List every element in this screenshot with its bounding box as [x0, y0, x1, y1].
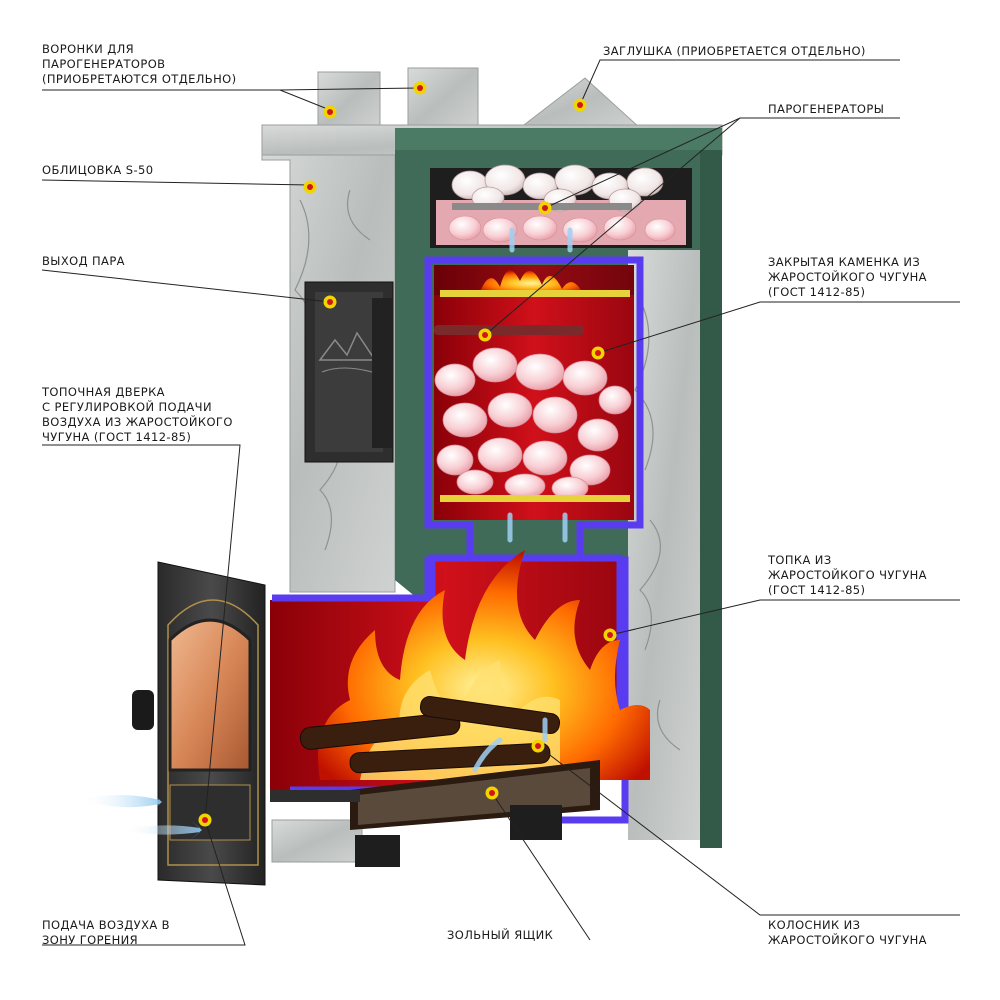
label-line: ВОРОНКИ ДЛЯ: [42, 42, 135, 56]
label-grate: КОЛОСНИК ИЗ ЖАРОСТОЙКОГО ЧУГУНА: [768, 918, 927, 948]
marker-plug: [573, 98, 587, 112]
marker-grate: [531, 739, 545, 753]
label-funnels: ВОРОНКИ ДЛЯ ПАРОГЕНЕРАТОРОВ (ПРИОБРЕТАЮТ…: [42, 42, 236, 87]
leader-lines: [41, 59, 960, 946]
label-line: (ПРИОБРЕТАЮТСЯ ОТДЕЛЬНО): [42, 72, 237, 86]
label-line: ЗАКРЫТАЯ КАМЕНКА ИЗ: [768, 255, 921, 269]
label-line: ВОЗДУХА ИЗ ЖАРОСТОЙКОГО: [42, 415, 233, 429]
label-line: ПАРОГЕНЕРАТОРОВ: [42, 57, 166, 71]
marker-steam-outlet: [323, 295, 337, 309]
label-fire-door: ТОПОЧНАЯ ДВЕРКА С РЕГУЛИРОВКОЙ ПОДАЧИ ВО…: [42, 385, 233, 445]
label-line: ЖАРОСТОЙКОГО ЧУГУНА: [768, 933, 927, 947]
label-plug: ЗАГЛУШКА (ПРИОБРЕТАЕТСЯ ОТДЕЛЬНО): [603, 44, 866, 59]
label-line: ЗАГЛУШКА (ПРИОБРЕТАЕТСЯ ОТДЕЛЬНО): [603, 44, 866, 58]
air-supply-arrows: [80, 792, 202, 840]
ash-box: [270, 760, 600, 867]
marker-steam-gen-mid: [478, 328, 492, 342]
label-line: ТОПОЧНАЯ ДВЕРКА: [42, 385, 165, 399]
marker-firebox: [603, 628, 617, 642]
marker-steam-gen-top: [538, 201, 552, 215]
label-closed-heater: ЗАКРЫТАЯ КАМЕНКА ИЗ ЖАРОСТОЙКОГО ЧУГУНА …: [768, 255, 927, 300]
label-line: С РЕГУЛИРОВКОЙ ПОДАЧИ: [42, 400, 212, 414]
label-steam-generators: ПАРОГЕНЕРАТОРЫ: [768, 102, 884, 117]
label-line: ОБЛИЦОВКА S-50: [42, 163, 154, 177]
top-funnels: [317, 67, 642, 131]
marker-closed-heater: [591, 346, 605, 360]
label-cladding: ОБЛИЦОВКА S-50: [42, 163, 153, 178]
label-line: ЧУГУНА (ГОСТ 1412-85): [42, 430, 192, 444]
label-line: (ГОСТ 1412-85): [768, 583, 866, 597]
label-line: ВЫХОД ПАРА: [42, 254, 125, 268]
label-line: ЗОЛЬНЫЙ ЯЩИК: [447, 928, 554, 942]
label-line: ТОПКА ИЗ: [768, 553, 832, 567]
fire-door: [132, 561, 266, 886]
label-firebox: ТОПКА ИЗ ЖАРОСТОЙКОГО ЧУГУНА (ГОСТ 1412-…: [768, 553, 927, 598]
label-air-supply: ПОДАЧА ВОЗДУХА В ЗОНУ ГОРЕНИЯ: [42, 918, 170, 948]
firebox: [270, 512, 650, 794]
label-line: ЖАРОСТОЙКОГО ЧУГУНА: [768, 270, 927, 284]
marker-air-supply: [198, 813, 212, 827]
steam-outlet-panel: [304, 281, 394, 463]
label-line: КОЛОСНИК ИЗ: [768, 918, 861, 932]
callout-markers: [198, 81, 617, 827]
label-steam-outlet: ВЫХОД ПАРА: [42, 254, 125, 269]
marker-funnel-1: [323, 105, 337, 119]
label-line: ЗОНУ ГОРЕНИЯ: [42, 933, 139, 947]
marker-funnel-2: [413, 81, 427, 95]
marker-cladding: [303, 180, 317, 194]
closed-heater: [424, 227, 644, 824]
top-stone-chamber: [430, 164, 692, 248]
label-line: ПАРОГЕНЕРАТОРЫ: [768, 102, 885, 116]
marker-ash-box: [485, 786, 499, 800]
label-ash-box: ЗОЛЬНЫЙ ЯЩИК: [447, 928, 553, 943]
label-line: ПОДАЧА ВОЗДУХА В: [42, 918, 170, 932]
label-line: ЖАРОСТОЙКОГО ЧУГУНА: [768, 568, 927, 582]
label-line: (ГОСТ 1412-85): [768, 285, 866, 299]
